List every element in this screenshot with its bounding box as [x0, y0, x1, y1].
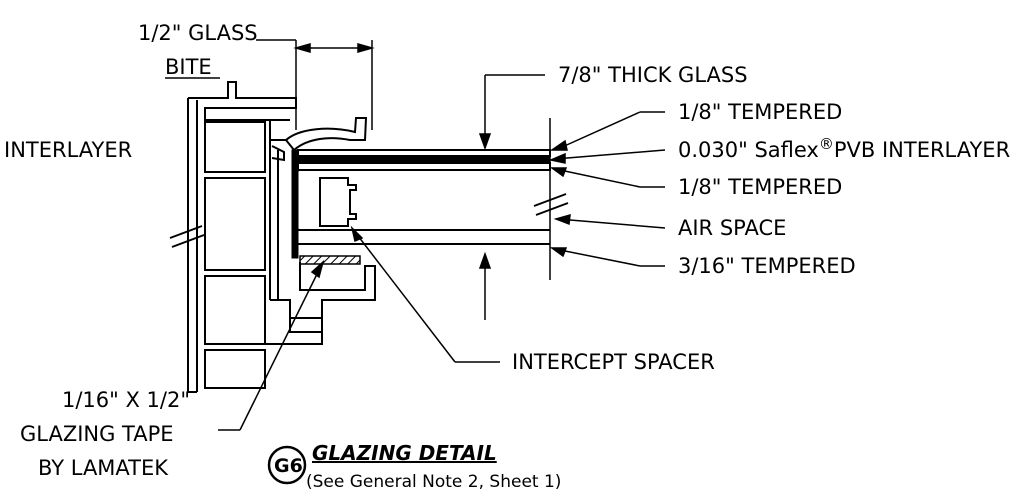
interlayer-left-label: INTERLAYER	[4, 138, 132, 162]
tempered-mid-label: 1/8" TEMPERED	[678, 175, 842, 199]
detail-tag-circle	[267, 445, 307, 485]
detail-tag-text: G6	[274, 455, 303, 477]
air-space-label: AIR SPACE	[678, 216, 786, 240]
glazing-tape-label-line1: 1/16" X 1/2"	[62, 388, 190, 412]
thickness-dimension	[478, 74, 545, 320]
tempered-top-label: 1/8" TEMPERED	[678, 100, 842, 124]
detail-title: GLAZING DETAIL	[312, 441, 497, 465]
glass-bite-dimension	[165, 39, 375, 130]
frame-profile	[187, 81, 376, 393]
detail-tag: G6	[267, 445, 307, 485]
glazing-tape-label-line2: GLAZING TAPE	[20, 422, 174, 446]
thick-glass-label: 7/8" THICK GLASS	[558, 63, 748, 87]
glass-bite-label-line1: 1/2" GLASS	[138, 21, 258, 45]
glazing-tape-label-line3: BY LAMATEK	[38, 456, 169, 480]
intercept-spacer-label: INTERCEPT SPACER	[512, 350, 715, 374]
tempered-bottom-label: 3/16" TEMPERED	[678, 254, 856, 278]
glazing-tape-hatch	[299, 255, 361, 265]
break-symbols	[169, 193, 569, 248]
pvb-prefix: 0.030" Saflex	[678, 138, 819, 162]
registered-mark: ®	[819, 135, 834, 153]
callout-leaders	[218, 111, 666, 431]
detail-note: (See General Note 2, Sheet 1)	[306, 472, 561, 492]
glass-bite-label-line2: BITE	[165, 55, 212, 79]
pvb-interlayer-label: 0.030" Saflex®PVB INTERLAYER	[678, 135, 1010, 162]
pvb-suffix: PVB INTERLAYER	[834, 138, 1010, 162]
